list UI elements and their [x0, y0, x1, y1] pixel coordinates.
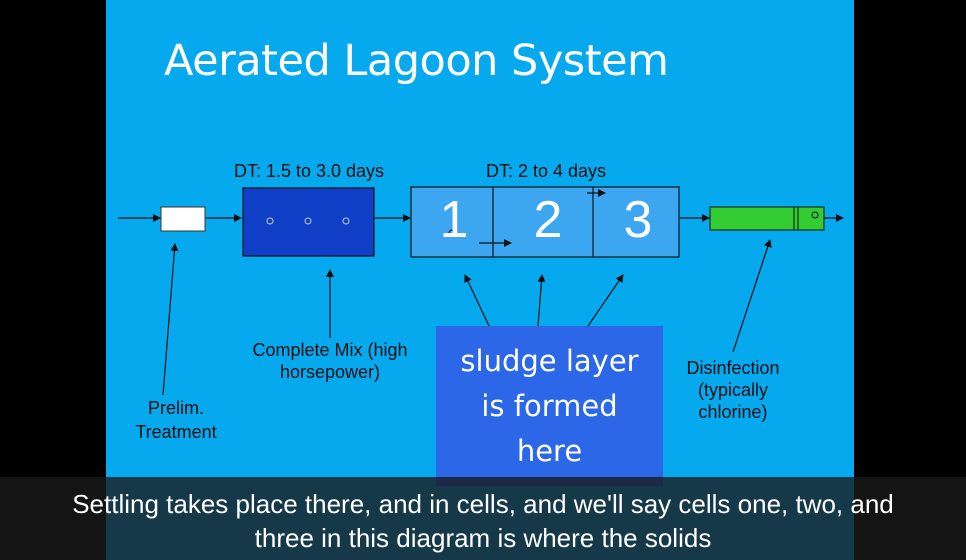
cell-number-2: 2 — [533, 191, 563, 249]
pointer-arrow-cell-2 — [537, 274, 546, 327]
video-captions: Settling takes place there, and in cells… — [0, 477, 966, 560]
aerator-dot — [342, 217, 350, 225]
aerator-dot — [304, 217, 312, 225]
cell-number-3: 3 — [623, 191, 653, 249]
lagoon-cells-box — [410, 186, 680, 258]
process-diagram — [118, 186, 844, 396]
prelim-label-line: Treatment — [135, 422, 217, 442]
callout-line: sludge layer — [460, 344, 639, 378]
pointer-arrow-cell-1 — [464, 274, 490, 327]
mix-label-line: Complete Mix (high — [252, 340, 408, 360]
prelim-treatment-box — [160, 206, 206, 232]
prelim-treatment-label: Prelim. Treatment — [121, 397, 231, 443]
callout-line: here — [516, 434, 583, 468]
slide-title: Aerated Lagoon System — [164, 36, 669, 86]
pointer-arrow-cell-3 — [587, 274, 624, 327]
pointer-arrow-disinfection — [732, 239, 772, 353]
disinfection-tank — [709, 206, 825, 231]
disinfection-label-line: chlorine) — [698, 402, 768, 422]
cell-number-1: 1 — [439, 191, 469, 249]
caption-line-2: three in this diagram is where the solid… — [254, 523, 712, 553]
sludge-callout: sludge layer is formed here — [436, 326, 663, 486]
caption-line-1: Settling takes place there, and in cells… — [72, 489, 894, 519]
dt-cells-label: DT: 2 to 4 days — [485, 161, 607, 181]
disinfection-dot — [811, 211, 819, 219]
cell-outlet-dot — [448, 229, 456, 237]
prelim-label-line: Prelim. — [147, 398, 204, 418]
pointer-arrow-prelim — [162, 243, 179, 396]
complete-mix-label: Complete Mix (high horsepower) — [232, 339, 428, 383]
aerator-dot — [266, 217, 274, 225]
dt-mix-label: DT: 1.5 to 3.0 days — [233, 161, 385, 181]
disinfection-label: Disinfection (typically chlorine) — [670, 357, 796, 423]
callout-line: is formed — [481, 389, 618, 423]
mix-label-line: horsepower) — [279, 362, 381, 382]
disinfection-label-line: (typically — [697, 380, 768, 400]
slide: Aerated Lagoon System — [106, 0, 854, 560]
disinfection-label-line: Disinfection — [686, 358, 780, 378]
complete-mix-tank — [242, 187, 375, 257]
